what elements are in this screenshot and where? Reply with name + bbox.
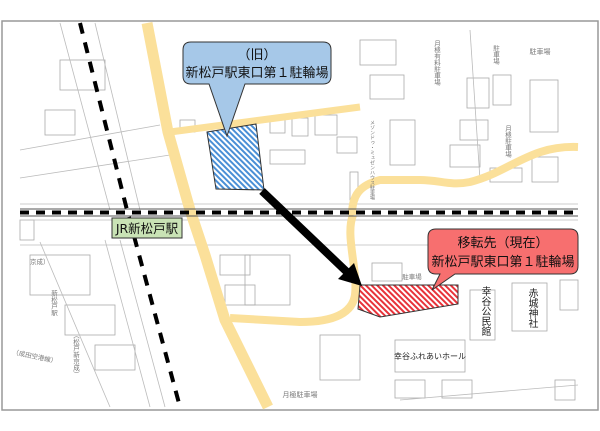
roads <box>141 21 579 410</box>
parking-1-label: 駐車場 <box>491 45 500 65</box>
new-site-title-line1: 移転先（現在） <box>457 236 548 251</box>
relocation-arrow <box>259 188 351 276</box>
station-label[interactable]: JR新松戸駅 <box>115 221 179 236</box>
old-site-title-line2: 新松戸駅東口第１駐輪場 <box>185 65 328 81</box>
parking-paid-label: 月極有料駐車場 <box>432 40 441 86</box>
shrine-label: 赤城神社 <box>526 288 537 328</box>
keisei-line-label: （松戸新京成） <box>71 332 80 378</box>
community-center-label: 幸谷公民館 <box>479 286 490 336</box>
parking-monthly-label: 月極駐車場 <box>503 125 512 158</box>
buildings <box>19 39 579 401</box>
new-site-callout <box>427 228 579 291</box>
keisei-railway <box>78 22 182 408</box>
station-label-box <box>111 217 183 239</box>
new-site-area[interactable] <box>357 284 459 318</box>
old-site-area[interactable] <box>206 123 265 191</box>
hall-label: 幸谷ふれあいホール <box>394 352 466 361</box>
parking-label: 駐車場 <box>530 47 551 56</box>
mansion-parking-label: メゾンドゥ・ミュゼンハウス駐車場 <box>369 120 375 200</box>
keisei-station-label: 新松戸駅 <box>49 290 58 316</box>
arrow-head-icon <box>338 263 362 286</box>
parking-bottom-label: 月極駐車場 <box>283 390 318 399</box>
old-site-callout <box>182 41 332 138</box>
parking-new-label: 駐車場 <box>402 272 422 281</box>
jr-railway <box>20 208 578 217</box>
keisei-left-label: 京成） <box>30 257 50 266</box>
new-site-title-line2: 新松戸駅東口第１駐輪場 <box>431 254 574 270</box>
old-site-title-line1: （旧） <box>237 48 276 63</box>
